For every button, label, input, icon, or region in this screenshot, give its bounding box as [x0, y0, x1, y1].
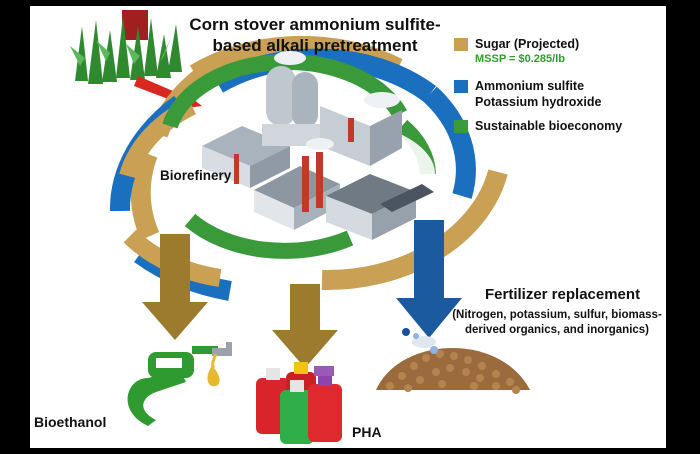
legend-label-reagents: Ammonium sulfite Potassium hydroxide [475, 79, 602, 109]
fertilizer-title: Fertilizer replacement [485, 286, 641, 303]
diagram-svg [70, 10, 530, 444]
figure-frame: Corn stover ammonium sulfite-based alkal… [30, 6, 666, 448]
legend-sub-mssp: MSSP = $0.285/lb [475, 53, 565, 65]
fertilizer-arrow [396, 220, 462, 338]
bottles-icon [256, 362, 342, 444]
fuel-nozzle-icon [127, 342, 232, 426]
legend-swatch-reagents [454, 80, 468, 93]
diagram-title: Corn stover ammonium sulfite-based alkal… [189, 15, 441, 55]
biorefinery-label: Biorefinery [160, 168, 232, 183]
legend-label-sugar: Sugar (Projected) [475, 37, 580, 51]
legend-item-bioeconomy: Sustainable bioeconomy [454, 118, 622, 134]
bioethanol-arrow [142, 234, 208, 340]
fertilizer-detail: (Nitrogen, potassium, sulfur, biomass-de… [452, 309, 662, 336]
legend-label-bioeconomy: Sustainable bioeconomy [475, 119, 623, 133]
legend-swatch-sugar [454, 38, 468, 51]
bioethanol-label: Bioethanol [34, 414, 107, 430]
fertilizer-pellets-icon [376, 328, 530, 394]
pha-arrow [272, 284, 338, 368]
legend-swatch-bioeconomy [454, 120, 468, 133]
legend-item-reagents: Ammonium sulfite Potassium hydroxide [454, 78, 601, 110]
legend-item-sugar: Sugar (Projected) MSSP = $0.285/lb [454, 36, 579, 67]
corn-field-icon [70, 10, 182, 84]
biorefinery-factory-icon [185, 51, 435, 240]
pha-label: PHA [352, 424, 382, 440]
